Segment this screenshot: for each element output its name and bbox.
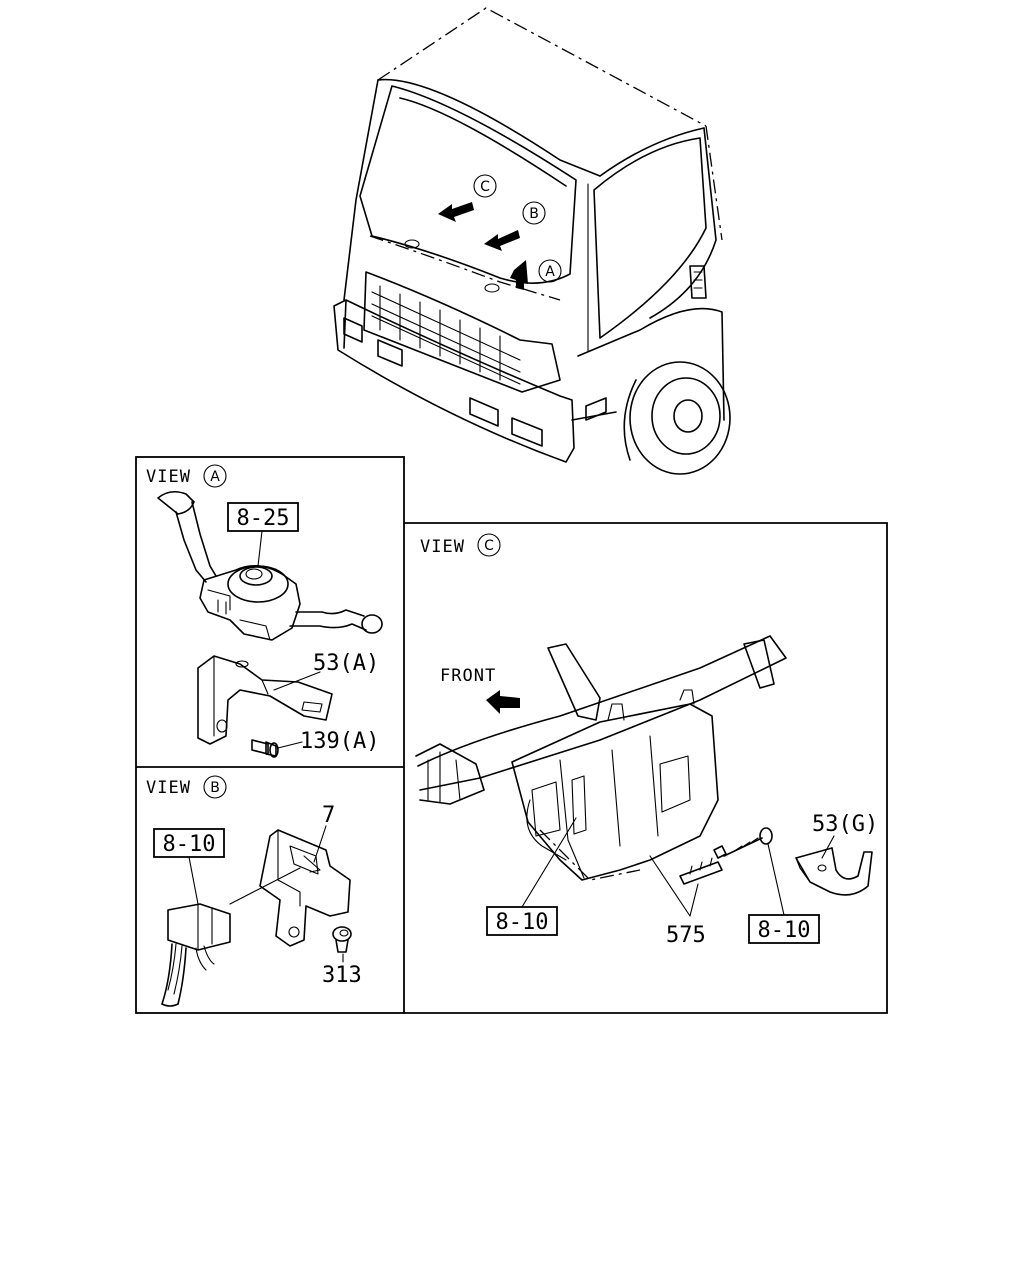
truck-marker-a: A [510,259,562,290]
combination-switch-drawing [157,490,383,641]
view-c-panel-frame [404,522,888,1014]
callout-53g: 53(G) [812,812,878,837]
ref-8-10-view-c-right: 8-10 [758,918,811,943]
bolt-313-drawing [332,926,352,953]
ref-8-10-view-c-left: 8-10 [496,910,549,935]
bracket-53g-drawing [795,847,873,896]
view-a-marker: A [210,469,220,485]
view-a-title: VIEW [146,467,191,487]
marker-label: B [529,206,539,222]
view-b-title: VIEW [146,778,191,798]
marker-label: A [545,264,555,280]
callout-7: 7 [322,803,335,828]
callout-575: 575 [666,923,706,948]
ref-8-10-view-b: 8-10 [163,832,216,857]
view-c-title: VIEW [420,537,465,557]
bracket-53a-drawing [197,655,333,745]
truck-cab-illustration [333,7,731,475]
cable-tie-drawing [723,827,773,857]
connector-harness-drawing [161,903,231,1007]
bracket-7-drawing [259,829,351,947]
ref-8-25: 8-25 [237,506,290,531]
part-575-drawing [679,845,727,885]
view-b-marker: B [210,780,220,796]
truck-marker-b: B [484,201,546,251]
arrow-icon [510,260,528,290]
view-c-marker: C [484,538,494,554]
front-label: FRONT [440,666,496,686]
callout-139a: 139(A) [300,729,379,754]
dashboard-assembly-drawing [415,635,787,881]
view-b-panel: VIEW B 8-10 7 [146,775,362,1007]
marker-label: C [480,179,490,195]
view-c-panel: VIEW C FRONT 8-10 [415,533,878,948]
arrow-icon [438,202,474,222]
view-a-panel: VIEW A 8-25 [146,464,383,758]
callout-313: 313 [322,963,362,988]
left-panel-frame [135,456,405,1014]
truck-marker-c: C [438,174,497,222]
front-arrow-icon [486,690,520,714]
bolt-139a-drawing [251,739,279,758]
arrow-icon [484,230,520,251]
callout-53a: 53(A) [313,651,379,676]
